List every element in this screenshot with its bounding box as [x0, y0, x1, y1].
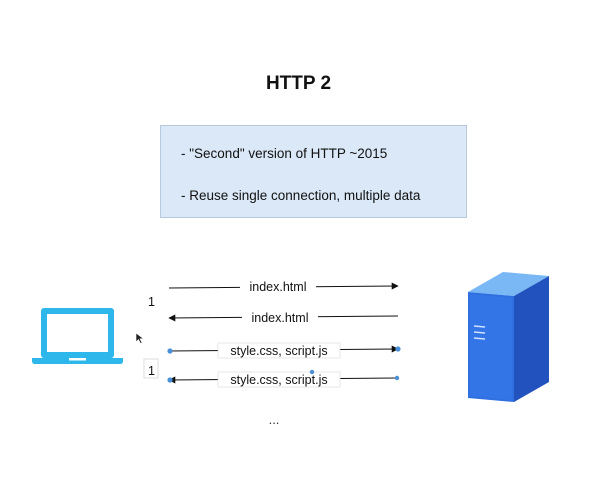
laptop-icon — [32, 308, 123, 364]
info-box: - "Second" version of HTTP ~2015 - Reuse… — [160, 125, 467, 218]
slide-title: HTTP 2 — [265, 73, 332, 94]
selection-handle[interactable] — [395, 346, 401, 352]
message-label: style.css, script.js — [230, 373, 327, 387]
selection-handle[interactable] — [167, 348, 173, 354]
selection-handle[interactable] — [309, 369, 315, 375]
bullet-item: - "Second" version of HTTP ~2015 — [181, 146, 388, 161]
selection-handle[interactable] — [167, 377, 173, 383]
selection-handle[interactable] — [394, 375, 400, 381]
message-label: index.html — [250, 280, 307, 294]
request-arrow-index: index.html — [168, 279, 399, 294]
response-arrow-index: index.html — [168, 310, 399, 325]
server-tower-icon — [468, 272, 549, 402]
bullet-item: - Reuse single connection, multiple data — [181, 188, 421, 203]
connection-label-frame — [143, 358, 159, 379]
connection-label: 1 — [148, 364, 155, 378]
response-arrow-assets: style.css, script.js — [167, 369, 400, 388]
message-label: index.html — [252, 311, 309, 325]
message-label: style.css, script.js — [230, 344, 327, 358]
request-arrow-assets: style.css, script.js — [167, 342, 401, 359]
connection-label: 1 — [148, 295, 155, 309]
mouse-cursor-icon — [135, 332, 145, 344]
ellipsis: ... — [269, 412, 280, 427]
